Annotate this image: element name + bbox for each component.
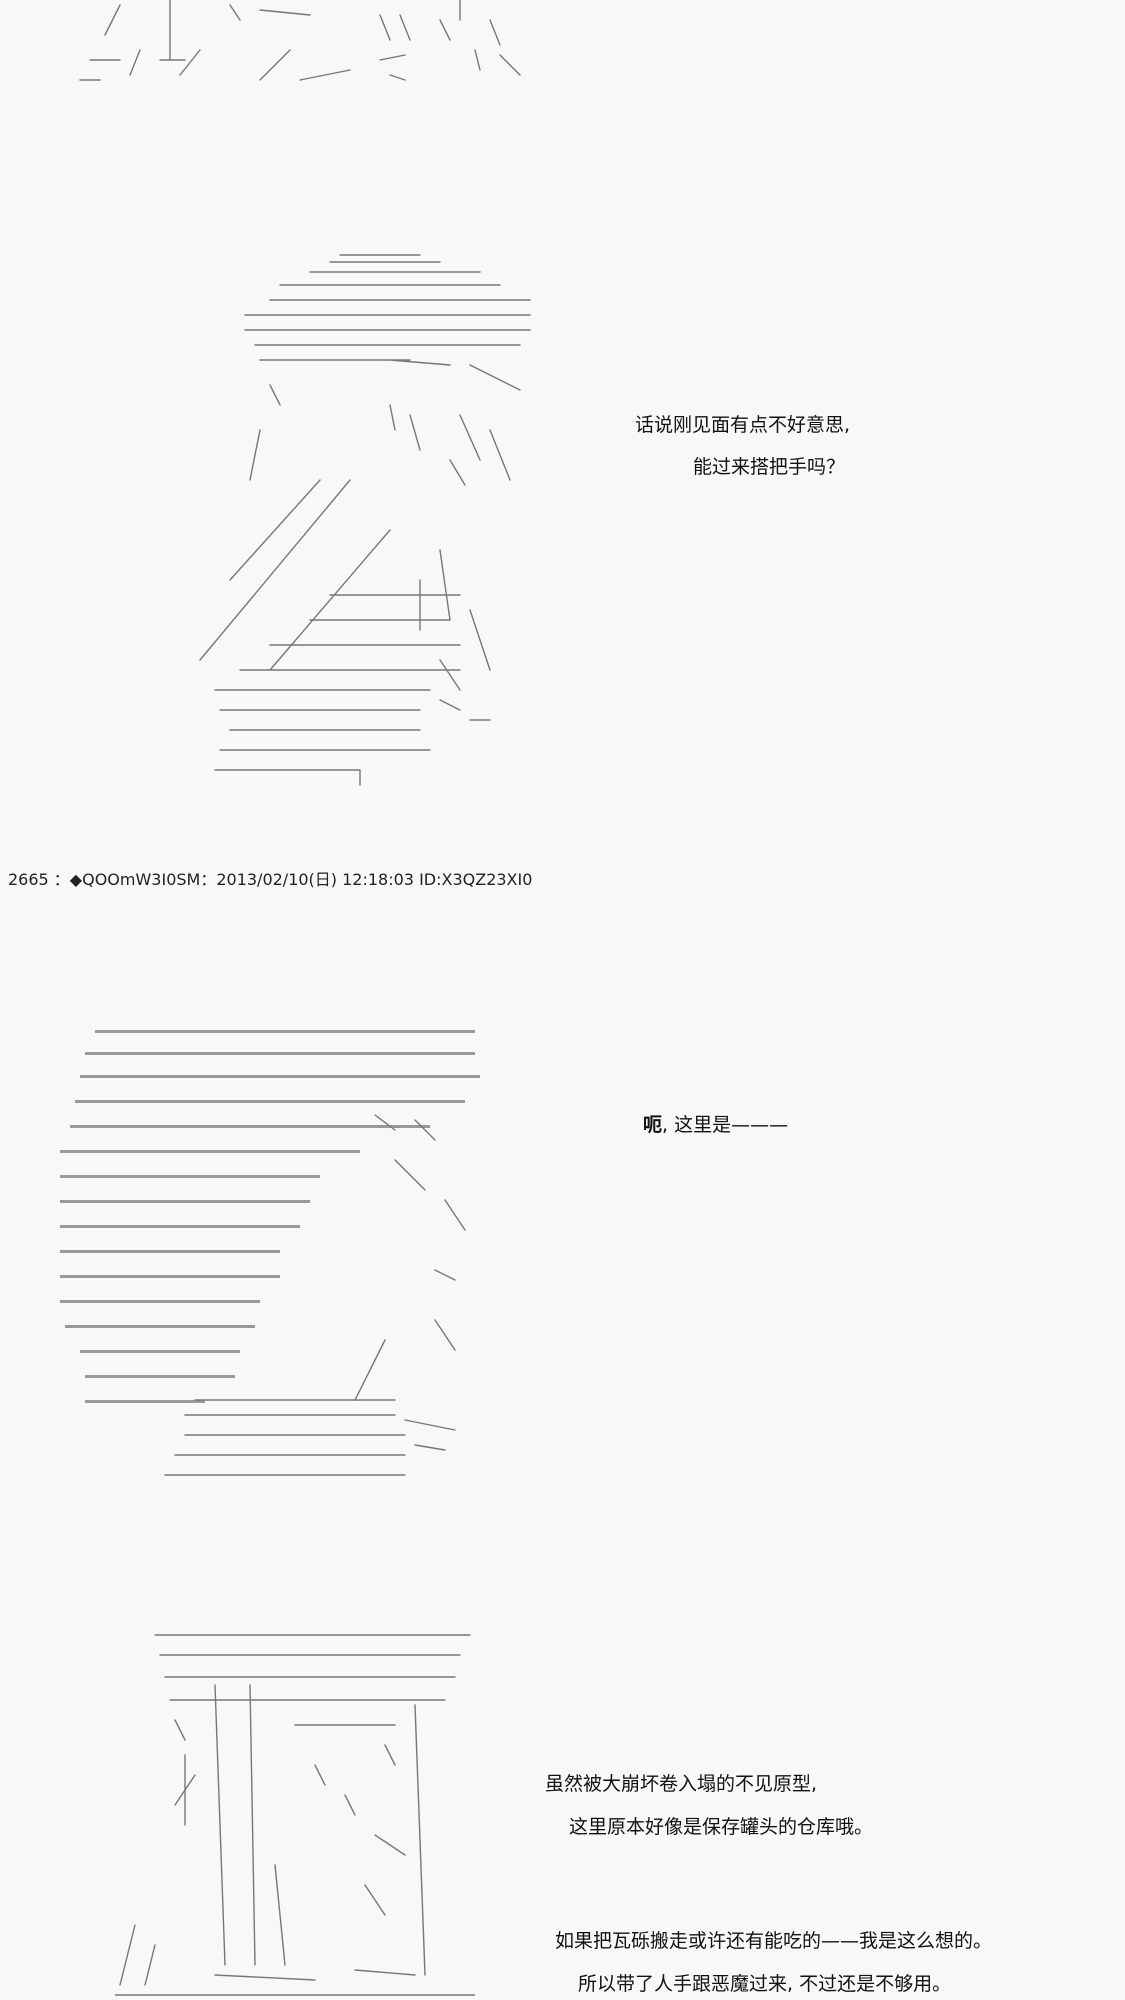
post-header: 2665 ：◆QOOmW3I0SM：2013/02/10(日) 12:18:03… — [8, 870, 533, 889]
dialog-3-line-2: 这里原本好像是保存罐头的仓库哦。 — [569, 1816, 874, 1838]
ascii-art-warehouse — [115, 1625, 475, 2000]
dialog-3-line-4: 所以带了人手跟恶魔过来, 不过还是不够用。 — [578, 1973, 952, 1995]
ascii-art-top — [60, 0, 580, 85]
dialog-2-line: 呃, 这里是——— — [643, 1114, 788, 1136]
dialog-2-rest: , 这里是——— — [662, 1114, 789, 1136]
dialog-3-line-1: 虽然被大崩坏卷入塌的不见原型, — [545, 1773, 818, 1795]
ascii-art-character-face — [55, 1020, 525, 1490]
dialog-2-bold: 呃 — [643, 1114, 663, 1136]
ascii-art-character-carrying — [120, 250, 560, 790]
dialog-1-line-2: 能过来搭把手吗？ — [693, 456, 846, 478]
dialog-1-line-1: 话说刚见面有点不好意思, — [635, 414, 851, 436]
dialog-3-line-3: 如果把瓦砾搬走或许还有能吃的——我是这么想的。 — [555, 1930, 993, 1952]
